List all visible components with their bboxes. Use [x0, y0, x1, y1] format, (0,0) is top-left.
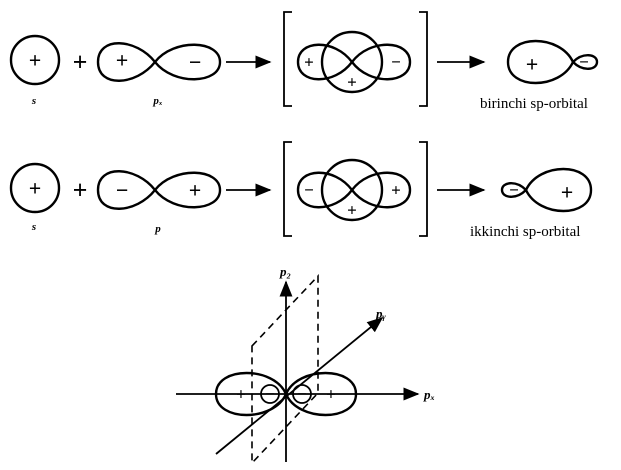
x-axis-label: pₓ — [423, 387, 435, 402]
svg-text:+: + — [236, 385, 246, 404]
z-axis-label: p₂ — [279, 264, 291, 279]
s-orbital-1: + — [11, 36, 59, 84]
caption-2: ikkinchi sp-orbital — [470, 224, 580, 240]
svg-text:+: + — [347, 73, 357, 92]
bracket-left-2 — [284, 142, 292, 236]
p-label-2: p — [154, 223, 161, 235]
svg-text:+: + — [326, 385, 336, 404]
svg-text:−: − — [116, 178, 129, 203]
plus-operator-1: + — [73, 48, 88, 77]
bracket-right-1 — [419, 12, 427, 106]
svg-text:+: + — [561, 180, 574, 205]
svg-text:+: + — [391, 181, 401, 200]
svg-text:−: − — [265, 385, 275, 404]
sp-axes-diagram: p₂ pᵧ pₓ + − − + — [176, 264, 435, 463]
s-label-1: s — [31, 95, 36, 107]
sp-orbital-1: + − — [508, 41, 597, 83]
combination-1: + + − — [298, 32, 410, 92]
svg-text:−: − — [391, 53, 401, 72]
svg-text:+: + — [116, 48, 129, 73]
caption-1: birinchi sp-orbital — [480, 96, 588, 112]
svg-text:+: + — [29, 176, 42, 201]
combination-2: − + + — [298, 160, 410, 220]
svg-text:−: − — [297, 385, 307, 404]
svg-text:−: − — [579, 53, 589, 72]
svg-text:+: + — [526, 52, 539, 77]
svg-text:+: + — [29, 48, 42, 73]
bracket-right-2 — [419, 142, 427, 236]
s-orbital-2: + — [11, 164, 59, 212]
y-axis-label: pᵧ — [375, 306, 387, 321]
svg-text:−: − — [189, 50, 202, 75]
p-orbital-2: − + — [98, 171, 220, 209]
svg-text:−: − — [304, 181, 314, 200]
dashed-plane — [252, 276, 318, 463]
row-1-first-sp-orbital: + s + + − pₓ + + − + − birinchi — [11, 12, 597, 112]
row-2-second-sp-orbital: + s + − + p − + + − + ikkinchi sp-orbita… — [11, 142, 591, 240]
bracket-left-1 — [284, 12, 292, 106]
s-label-2: s — [31, 221, 36, 233]
sp-orbital-2: − + — [502, 169, 591, 211]
svg-text:+: + — [347, 201, 357, 220]
p-orbital-1: + − — [98, 43, 220, 81]
plus-operator-2: + — [73, 176, 88, 205]
svg-text:+: + — [189, 178, 202, 203]
svg-text:−: − — [509, 181, 519, 200]
p-label-1: pₓ — [152, 95, 163, 107]
svg-text:+: + — [304, 53, 314, 72]
